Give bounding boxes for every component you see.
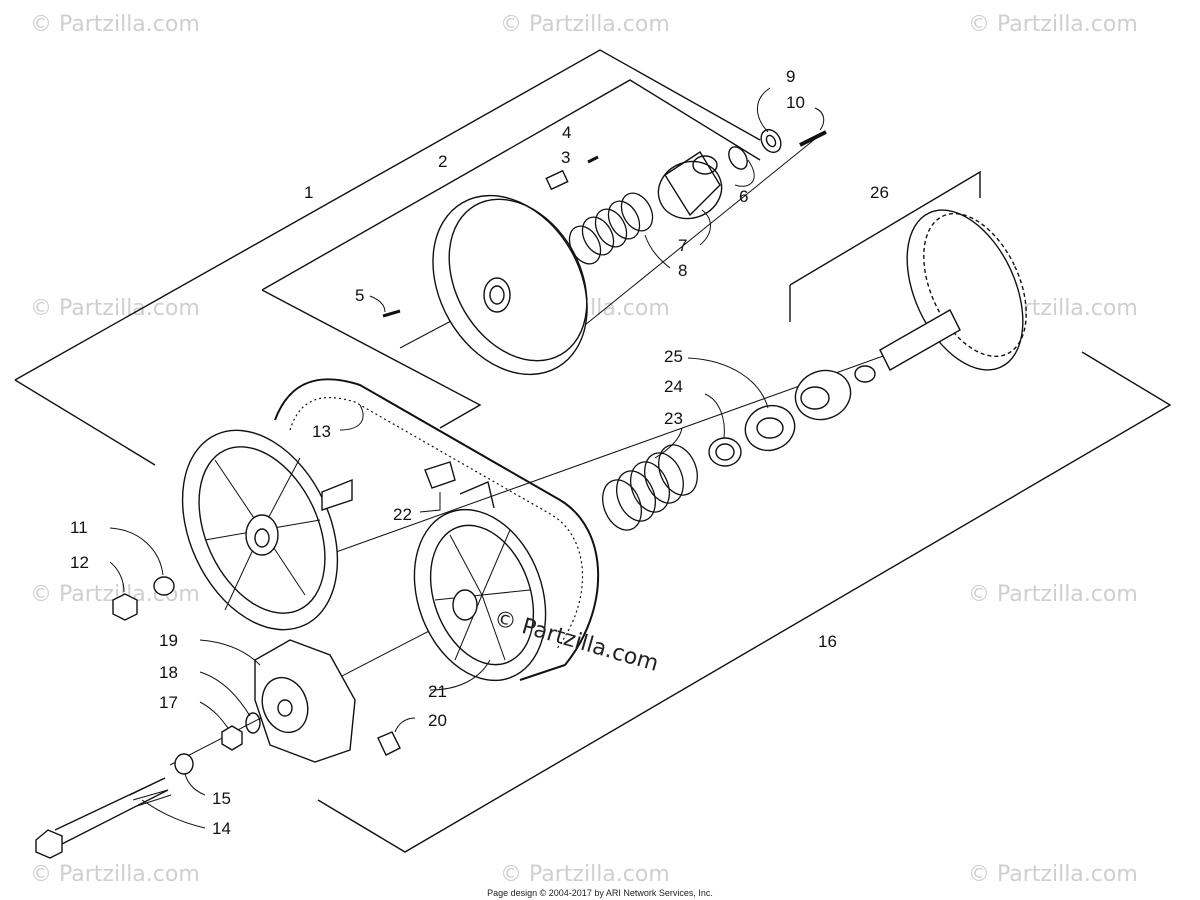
drive-shaft-gear xyxy=(854,209,1027,383)
axis-line-lower xyxy=(229,349,901,591)
washer-9-hole xyxy=(765,134,777,148)
slider-block xyxy=(545,169,569,191)
sheave-spring xyxy=(568,192,654,265)
callout-19: 19 xyxy=(159,631,178,650)
watermark-low-right: © Partzilla.com xyxy=(968,582,1138,607)
leader-18 xyxy=(199,671,251,717)
callout-1: 1 xyxy=(304,183,313,202)
clip-22 xyxy=(424,461,495,509)
watermark-top-left: © Partzilla.com xyxy=(30,12,200,37)
bracket-assembly-26 xyxy=(789,170,981,286)
washer-18 xyxy=(245,712,261,734)
block-20 xyxy=(377,731,401,756)
bracket-assembly-2-side xyxy=(261,289,482,429)
callout-24: 24 xyxy=(664,377,683,396)
callout-26: 26 xyxy=(870,183,889,202)
roll-pin xyxy=(799,130,827,147)
callout-23: 23 xyxy=(664,409,683,428)
callout-25: 25 xyxy=(664,347,683,366)
callout-12: 12 xyxy=(70,553,89,572)
bearing-large xyxy=(794,369,852,421)
leader-8 xyxy=(644,234,671,269)
washer-9 xyxy=(760,128,782,154)
watermark-bottom-center: © Partzilla.com xyxy=(500,862,670,887)
leader-25 xyxy=(687,357,769,409)
leader-24 xyxy=(704,393,725,439)
leader-13 xyxy=(339,404,364,431)
bracket-assembly-2 xyxy=(261,79,761,291)
leader-6 xyxy=(734,159,755,187)
spider-19 xyxy=(254,639,356,763)
watermark-bottom-left: © Partzilla.com xyxy=(30,862,200,887)
leader-17 xyxy=(199,701,229,729)
callout-9: 9 xyxy=(786,67,795,86)
axis-line-top xyxy=(584,134,821,326)
watermark-mid-left: © Partzilla.com xyxy=(30,296,200,321)
callout-18: 18 xyxy=(159,663,178,682)
callout-6: 6 xyxy=(739,187,748,206)
leader-9 xyxy=(756,87,771,133)
nut-17 xyxy=(221,725,243,751)
movable-sheave xyxy=(432,194,588,376)
leader-11 xyxy=(109,527,164,576)
pin-5 xyxy=(382,309,401,318)
watermark-top-center: © Partzilla.com xyxy=(500,12,670,37)
leader-22 xyxy=(419,492,441,513)
callout-2: 2 xyxy=(438,152,447,171)
callout-20: 20 xyxy=(428,711,447,730)
bracket-assembly-1-left xyxy=(14,379,156,466)
callout-13: 13 xyxy=(312,422,331,441)
callout-11: 11 xyxy=(70,518,88,537)
washer-11 xyxy=(153,576,175,596)
snap-ring xyxy=(728,146,748,170)
leader-10 xyxy=(814,107,825,131)
callout-15: 15 xyxy=(212,789,231,808)
callout-22: 22 xyxy=(393,505,412,524)
leader-19 xyxy=(199,639,261,666)
callout-17: 17 xyxy=(159,693,178,712)
leader-15 xyxy=(184,772,206,796)
callout-16: 16 xyxy=(818,632,837,651)
drive-belt xyxy=(274,378,600,681)
callout-10: 10 xyxy=(786,93,805,112)
leader-7 xyxy=(699,209,711,246)
callout-4: 4 xyxy=(562,123,571,142)
callout-21: 21 xyxy=(428,682,447,701)
leader-21 xyxy=(429,659,491,691)
bushing-24 xyxy=(708,437,742,467)
leader-20 xyxy=(394,717,416,733)
bearing-25 xyxy=(744,404,796,452)
callout-5: 5 xyxy=(355,286,364,305)
callout-7: 7 xyxy=(678,236,687,255)
washer-15 xyxy=(174,753,194,775)
leader-5 xyxy=(369,295,386,313)
leader-23 xyxy=(654,427,683,459)
callout-8: 8 xyxy=(678,261,687,280)
bracket-assembly-1 xyxy=(14,49,761,381)
bracket-assembly-16 xyxy=(317,351,1172,853)
driven-sheave xyxy=(413,508,547,682)
nut-12 xyxy=(112,593,138,621)
callout-3: 3 xyxy=(561,148,570,167)
spider-cam xyxy=(657,151,723,220)
leader-14 xyxy=(141,799,206,829)
bolt-14 xyxy=(35,777,172,859)
fixed-sheave-left xyxy=(181,429,353,631)
callout-14: 14 xyxy=(212,819,231,838)
page-footer-copyright: Page design © 2004-2017 by ARI Network S… xyxy=(487,888,713,898)
leader-12 xyxy=(109,561,125,593)
screw-4 xyxy=(587,155,599,164)
driven-spring xyxy=(602,444,698,531)
watermark-bottom-right: © Partzilla.com xyxy=(968,862,1138,887)
watermark-top-right: © Partzilla.com xyxy=(968,12,1138,37)
